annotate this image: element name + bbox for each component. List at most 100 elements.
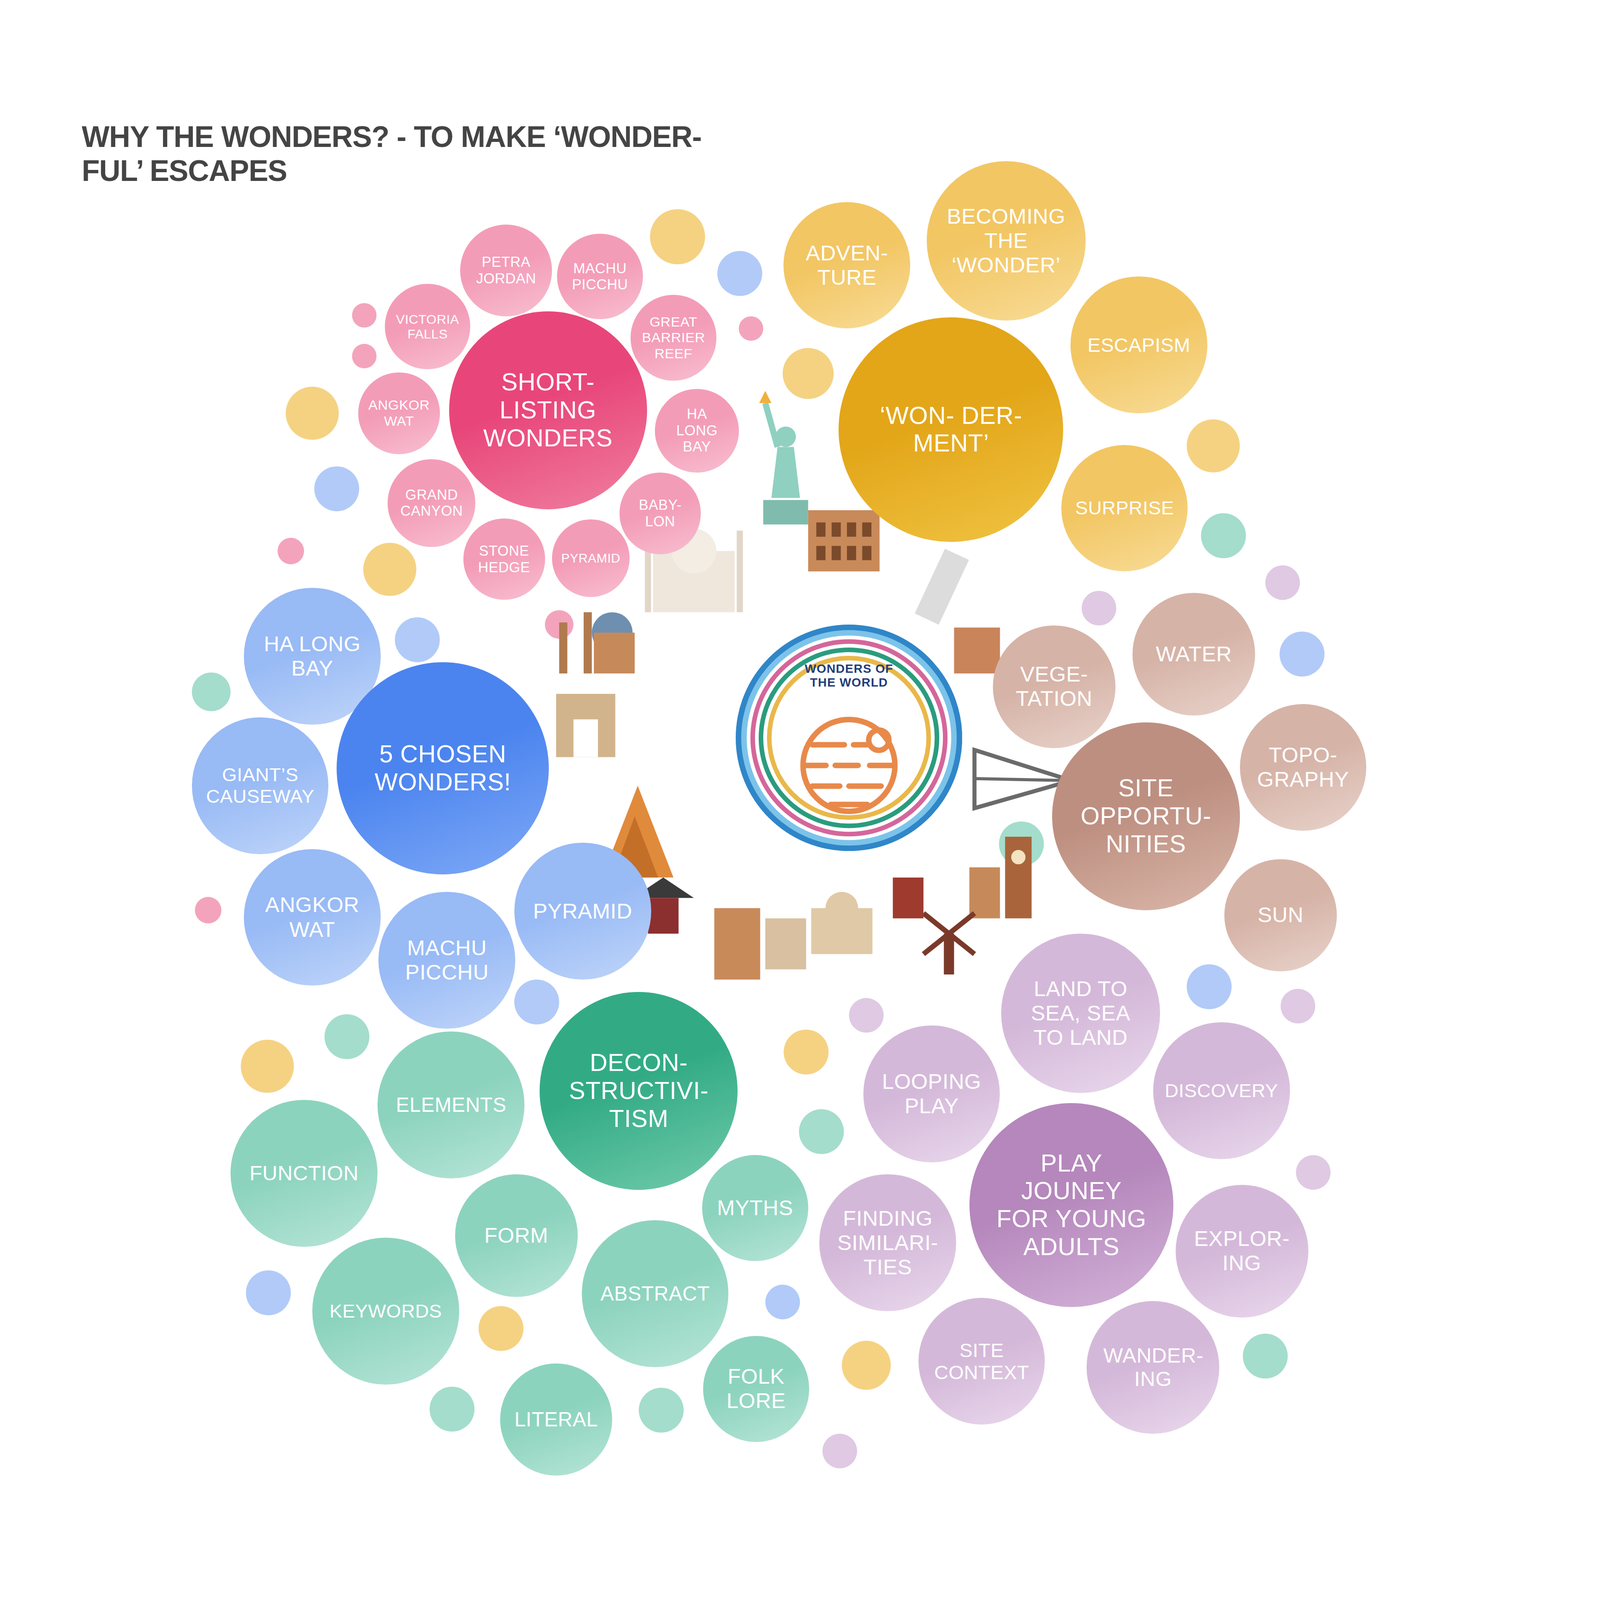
- topic-bubble: FOLK LORE: [703, 1335, 810, 1443]
- topic-bubble: WATER: [1132, 592, 1256, 716]
- decor-dot: [765, 1284, 800, 1320]
- topic-bubble: ABSTRACT: [581, 1220, 729, 1368]
- bubble-label: FINDING SIMILARI- TIES: [836, 1206, 939, 1280]
- bubble-label: ADVEN- TURE: [799, 241, 895, 290]
- topic-bubble: FUNCTION: [230, 1099, 378, 1247]
- decor-dot: [352, 303, 377, 328]
- decor-dot: [514, 979, 560, 1025]
- topic-bubble: WANDER- ING: [1086, 1301, 1220, 1434]
- logo-rings: [735, 624, 963, 851]
- topic-bubble: LAND TO SEA, SEA TO LAND: [1001, 933, 1161, 1093]
- bubble-label: MACHU PICCHU: [568, 260, 633, 293]
- topic-bubble: VICTORIA FALLS: [384, 283, 471, 370]
- topic-bubble: SUN: [1224, 859, 1337, 972]
- bubble-label: HA LONG BAY: [260, 631, 364, 681]
- topic-bubble: PYRAMID: [514, 842, 652, 980]
- bubble-label: ELEMENTS: [395, 1093, 507, 1117]
- bubble-label: BABY- LON: [629, 496, 691, 530]
- decor-dot: [1186, 964, 1232, 1010]
- topic-bubble: MYTHS: [702, 1154, 809, 1262]
- topic-bubble: ADVEN- TURE: [783, 202, 911, 329]
- decor-dot: [363, 542, 417, 597]
- bubble-label: ESCAPISM: [1087, 333, 1190, 357]
- decor-dot: [429, 1386, 475, 1432]
- decor-dot: [277, 537, 305, 565]
- decor-dot: [191, 672, 231, 711]
- bubble-label: 5 CHOSEN WONDERS!: [363, 740, 523, 797]
- bubble-label: LAND TO SEA, SEA TO LAND: [1020, 976, 1141, 1051]
- topic-bubble: DECON- STRUCTIVI- TISM: [539, 991, 738, 1190]
- decor-dot: [738, 316, 764, 341]
- decor-dot: [1186, 419, 1240, 473]
- bubble-label: EXPLOR- ING: [1192, 1226, 1292, 1276]
- topic-bubble: LOOPING PLAY: [863, 1025, 1001, 1163]
- topic-bubble: BABY- LON: [619, 472, 702, 555]
- bubble-label: BECOMING THE ‘WONDER’: [946, 204, 1066, 278]
- topic-bubble: GREAT BARRIER REEF: [630, 294, 717, 381]
- topic-bubble: MACHU PICCHU: [557, 233, 643, 320]
- topic-bubble: ‘WON- DER-MENT’: [838, 317, 1064, 542]
- topic-bubble: FORM: [455, 1174, 578, 1297]
- bubble-label: PYRAMID: [531, 899, 634, 924]
- bubble-label: LITERAL: [513, 1408, 598, 1431]
- topic-bubble: ANGKOR WAT: [358, 372, 440, 455]
- logo-text: WONDERS OF THE WORLD: [804, 661, 894, 690]
- decor-dot: [1280, 988, 1316, 1024]
- topic-bubble: STONE HEDGE: [463, 518, 546, 601]
- topic-bubble: SHORT- LISTING WONDERS: [449, 311, 648, 510]
- decor-dot: [1200, 513, 1246, 559]
- topic-bubble: SITE CONTEXT: [918, 1297, 1046, 1425]
- bubble-label: ANGKOR WAT: [260, 892, 364, 942]
- bubble-label: SHORT- LISTING WONDERS: [473, 368, 623, 452]
- decor-dot: [799, 1109, 845, 1155]
- topic-bubble: LITERAL: [500, 1363, 613, 1476]
- decor-dot: [324, 1014, 370, 1060]
- bubble-label: GREAT BARRIER REEF: [641, 314, 706, 362]
- bubble-label: GIANT’S CAUSEWAY: [204, 764, 316, 808]
- bubble-label: PYRAMID: [560, 551, 622, 566]
- topic-bubble: PETRA JORDAN: [460, 224, 553, 317]
- decor-dot: [245, 1270, 291, 1316]
- topic-bubble: FINDING SIMILARI- TIES: [819, 1174, 957, 1312]
- bubble-label: VICTORIA FALLS: [395, 311, 460, 342]
- topic-bubble: ANGKOR WAT: [243, 849, 381, 986]
- topic-bubble: SURPRISE: [1061, 445, 1189, 572]
- decor-dot: [782, 348, 834, 400]
- bubble-label: SITE CONTEXT: [934, 1339, 1030, 1384]
- bubble-label: PLAY JOUNEY FOR YOUNG ADULTS: [994, 1149, 1148, 1262]
- topic-bubble: DISCOVERY: [1153, 1022, 1291, 1160]
- topic-bubble: KEYWORDS: [312, 1237, 460, 1385]
- topic-bubble: ESCAPISM: [1070, 276, 1208, 414]
- bubble-label: STONE HEDGE: [473, 542, 535, 576]
- topic-bubble: SITE OPPORTU- NITIES: [1052, 722, 1240, 911]
- topic-bubble: PLAY JOUNEY FOR YOUNG ADULTS: [969, 1103, 1174, 1308]
- decor-dot: [841, 1340, 891, 1391]
- decor-dot: [649, 208, 705, 265]
- topic-bubble: VEGE- TATION: [992, 625, 1116, 749]
- decor-dot: [240, 1039, 294, 1093]
- bubble-label: SITE OPPORTU- NITIES: [1075, 774, 1217, 858]
- bubble-label: FUNCTION: [248, 1161, 360, 1186]
- topic-bubble: GRAND CANYON: [387, 459, 476, 547]
- topic-bubble: PYRAMID: [552, 519, 630, 598]
- bubble-label: VEGE- TATION: [1008, 662, 1100, 711]
- decor-dot: [717, 251, 763, 297]
- decor-dot: [1081, 590, 1117, 626]
- bubble-label: FOLK LORE: [716, 1364, 796, 1414]
- logo-circle: WONDERS OF THE WORLD: [735, 624, 963, 851]
- decor-dot: [478, 1306, 524, 1352]
- bubble-label: ANGKOR WAT: [368, 397, 430, 429]
- bubble-label: LOOPING PLAY: [880, 1069, 983, 1119]
- decor-dot: [1242, 1333, 1288, 1379]
- bubble-label: MYTHS: [715, 1195, 795, 1221]
- decor-dot: [285, 386, 339, 440]
- decor-dot: [849, 997, 885, 1033]
- topic-bubble: ELEMENTS: [377, 1031, 525, 1179]
- bubble-label: FORM: [470, 1223, 563, 1248]
- bubble-label: DECON- STRUCTIVI- TISM: [564, 1048, 713, 1133]
- topic-bubble: TOPO- GRAPHY: [1239, 704, 1367, 831]
- decor-dot: [1265, 565, 1301, 601]
- bubble-label: SURPRISE: [1075, 497, 1174, 519]
- bubble-label: WANDER- ING: [1103, 1343, 1203, 1392]
